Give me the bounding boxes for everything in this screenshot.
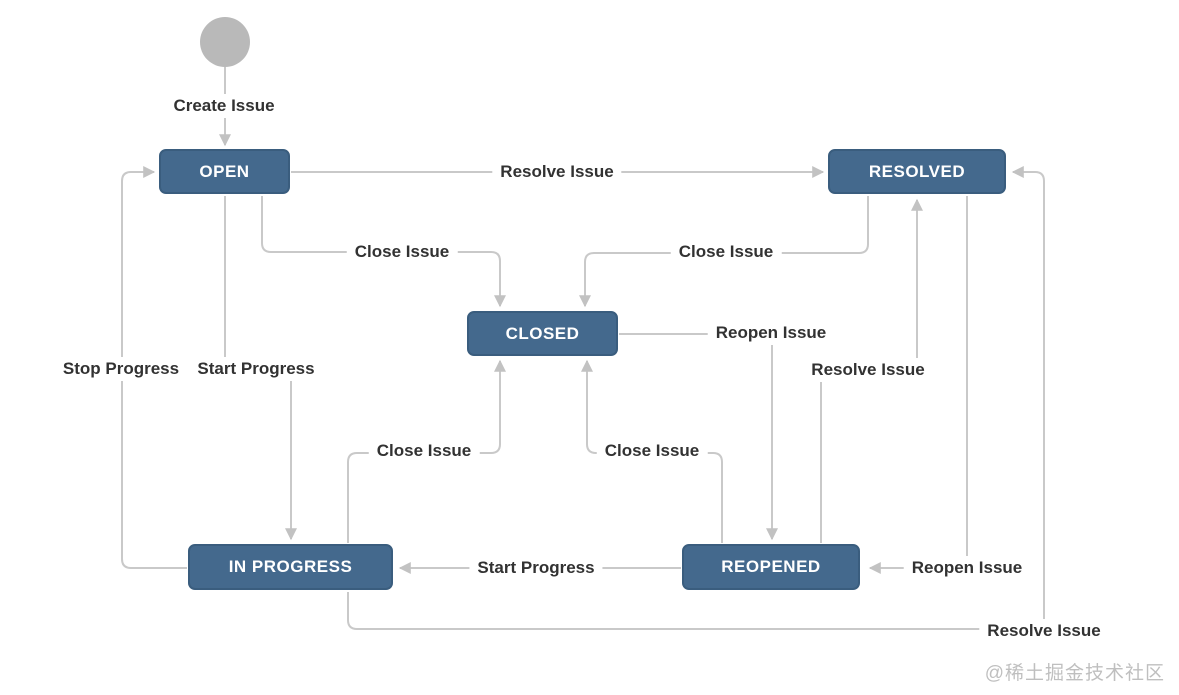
transition-label-start-progress-reopened: Start Progress — [469, 556, 603, 580]
transition-label-resolve-open-to-resolved: Resolve Issue — [492, 160, 622, 184]
state-node-reopened: REOPENED — [682, 544, 860, 590]
state-node-open: OPEN — [159, 149, 290, 194]
transition-edge-reopen-resolved-to-reopened — [868, 196, 968, 574]
start-node-circle — [200, 17, 250, 67]
watermark: @稀土掘金技术社区 — [984, 663, 1165, 684]
transition-label-close-open-to-closed: Close Issue — [346, 240, 458, 264]
transition-label-stop-progress: Stop Progress — [54, 357, 188, 381]
transition-label-reopen-resolved-to-reopened: Reopen Issue — [903, 556, 1031, 580]
transition-label-create-issue: Create Issue — [165, 94, 283, 118]
state-node-closed: CLOSED — [467, 311, 618, 356]
transition-label-start-progress-open: Start Progress — [189, 357, 323, 381]
transition-label-close-resolved-to-closed: Close Issue — [670, 240, 782, 264]
state-node-in-progress: IN PROGRESS — [188, 544, 393, 590]
transition-label-resolve-inprogress-to-resolved: Resolve Issue — [979, 619, 1109, 643]
transition-edge-reopen-closed-to-reopened — [619, 333, 778, 541]
transition-label-close-reopened-to-closed: Close Issue — [596, 439, 708, 463]
transition-label-close-inprogress-to-closed: Close Issue — [368, 439, 480, 463]
state-node-resolved: RESOLVED — [828, 149, 1006, 194]
transition-label-resolve-reopened-to-resolved: Resolve Issue — [803, 358, 933, 382]
transition-label-reopen-closed-to-reopened: Reopen Issue — [707, 321, 835, 345]
